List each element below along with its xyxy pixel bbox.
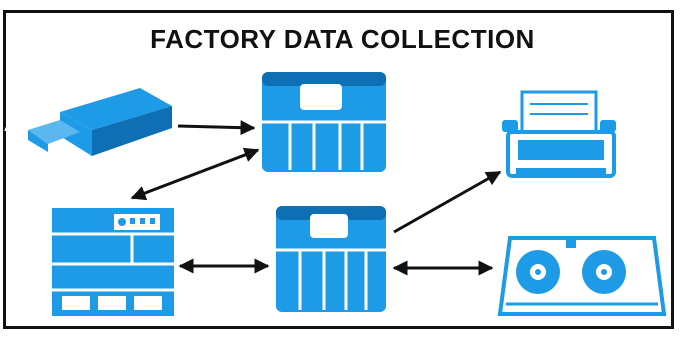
arrow-mainframe-cabinet <box>130 147 260 201</box>
page-title: FACTORY DATA COLLECTION <box>150 24 535 54</box>
usb-drive-icon <box>4 88 172 156</box>
tape-drive-icon <box>497 236 667 316</box>
printer-icon <box>502 90 616 178</box>
control-cabinet-icon <box>52 208 174 316</box>
diagram-frame <box>3 10 674 329</box>
mainframe-top-icon <box>262 72 386 172</box>
connectors <box>130 120 502 276</box>
arrow-mainframe-to-printer <box>393 170 502 234</box>
arrow-usb-to-mainframe <box>177 120 256 136</box>
mainframe-bottom-icon <box>276 206 386 312</box>
